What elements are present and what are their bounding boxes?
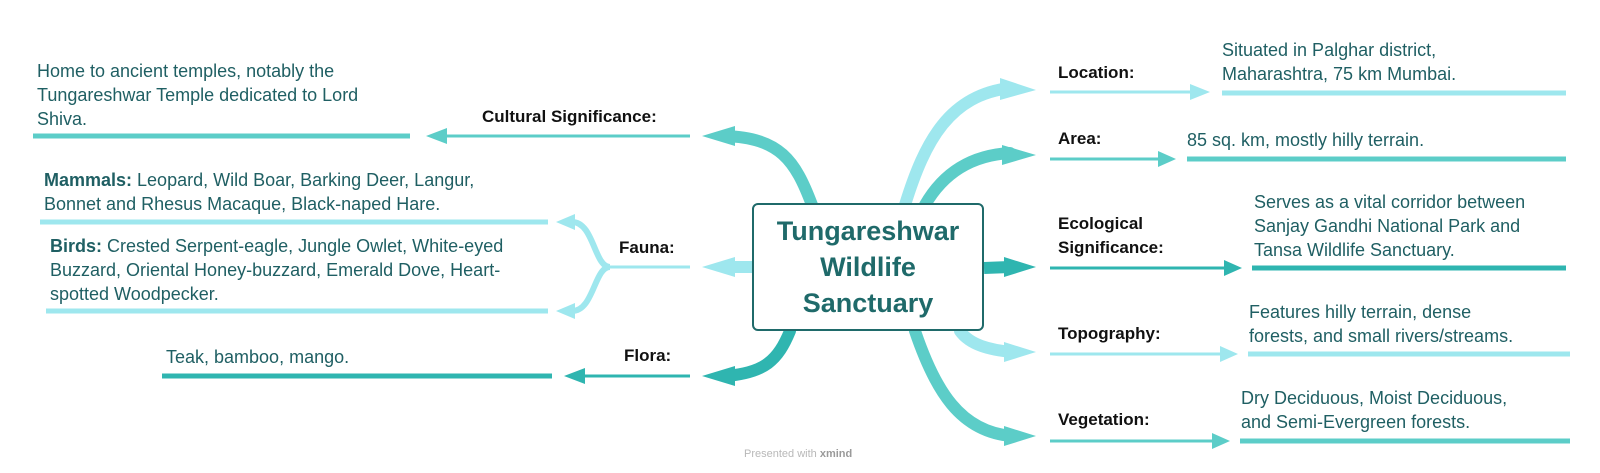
location-label[interactable]: Location:: [1058, 63, 1135, 82]
mammals-title: Mammals:: [44, 170, 133, 190]
branch-area: [919, 147, 1016, 211]
central-title-line3: Sanctuary: [802, 288, 934, 318]
central-topic[interactable]: Tungareshwar Wildlife Sanctuary: [752, 203, 984, 331]
topography-text[interactable]: Features hilly terrain, dense forests, a…: [1249, 302, 1514, 346]
location-text[interactable]: Situated in Palghar district, Maharashtr…: [1222, 40, 1457, 84]
vegetation-text[interactable]: Dry Deciduous, Moist Deciduous, and Semi…: [1241, 388, 1508, 432]
central-title-line2: Wildlife: [820, 252, 916, 282]
area-label[interactable]: Area:: [1058, 129, 1102, 148]
flora-text[interactable]: Teak, bamboo, mango.: [166, 347, 350, 367]
footer-credit: Presented with xmind: [744, 448, 853, 460]
ecological-text[interactable]: Serves as a vital corridor between Sanja…: [1254, 192, 1526, 260]
central-title-line1: Tungareshwar: [776, 216, 960, 246]
birds-text[interactable]: Birds: Crested Serpent-eagle, Jungle Owl…: [50, 236, 504, 304]
mammals-text[interactable]: Mammals: Leopard, Wild Boar, Barking Dee…: [44, 170, 475, 214]
area-text[interactable]: 85 sq. km, mostly hilly terrain.: [1187, 130, 1425, 150]
branch-flora: [719, 325, 796, 382]
ecological-label-line2: Significance:: [1058, 238, 1164, 257]
branch-cultural: [719, 130, 818, 211]
fauna-label[interactable]: Fauna:: [619, 238, 675, 257]
cultural-text[interactable]: Home to ancient temples, notably the Tun…: [37, 61, 359, 129]
cultural-label[interactable]: Cultural Significance:: [482, 107, 657, 126]
ecological-label[interactable]: Ecological Significance:: [1058, 212, 1164, 260]
flora-label[interactable]: Flora:: [624, 346, 672, 365]
branch-vegetation: [909, 325, 1018, 442]
birds-title: Birds:: [50, 236, 103, 256]
ecological-label-line1: Ecological: [1058, 214, 1144, 233]
topography-label[interactable]: Topography:: [1058, 324, 1161, 343]
branch-location: [899, 82, 1016, 211]
vegetation-label[interactable]: Vegetation:: [1058, 410, 1150, 429]
xmind-brand: xmind: [819, 448, 853, 460]
